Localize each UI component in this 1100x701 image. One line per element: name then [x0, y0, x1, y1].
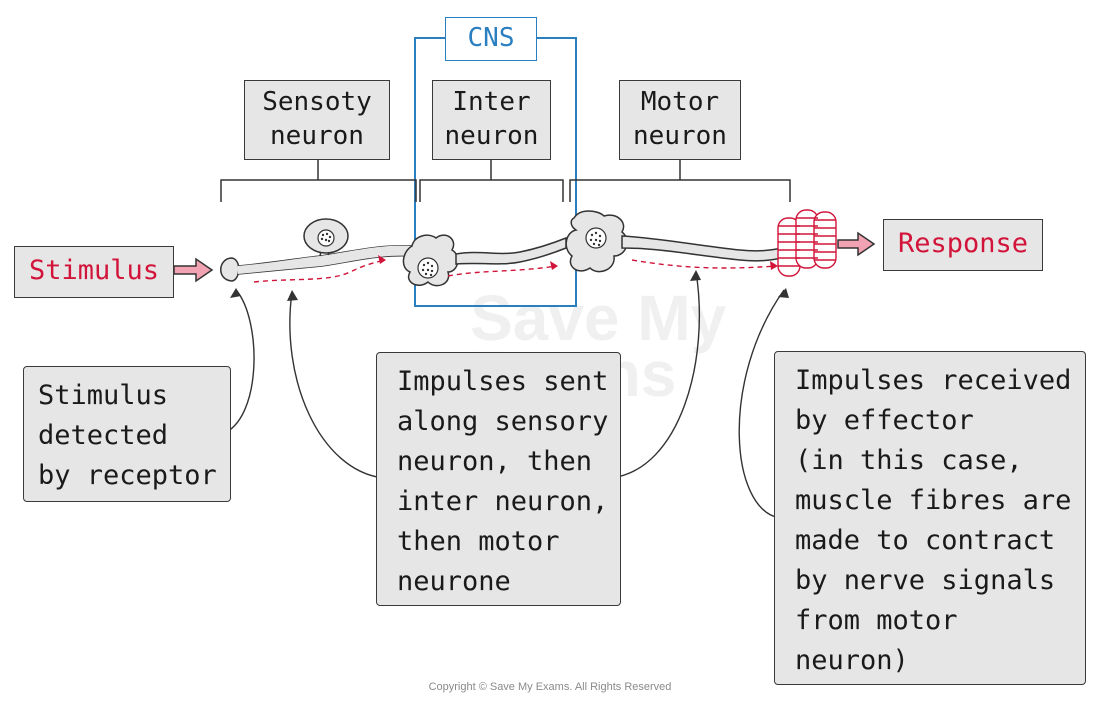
stimulus-arrow [173, 257, 214, 283]
stimulus-label: Stimulus [14, 246, 174, 298]
inter-bracket [419, 160, 564, 202]
cns-boundary [414, 37, 577, 307]
sensory-bracket [220, 160, 417, 202]
inter-neuron-axon [455, 236, 567, 265]
muscle-effector [777, 209, 837, 277]
impulses-callout: Impulses sent along sensory neuron, then… [376, 352, 621, 606]
response-arrow [837, 231, 876, 257]
impulse-arrows [253, 259, 777, 283]
effector-callout: Impulses received by effector (in this c… [774, 351, 1086, 685]
receptor [220, 257, 240, 282]
cns-label: CNS [445, 17, 537, 61]
pointer-lines [221, 271, 785, 519]
response-label: Response [883, 219, 1043, 271]
motor-bracket [569, 160, 791, 202]
motor-neuron-axon [621, 235, 783, 262]
copyright-notice: Copyright © Save My Exams. All Rights Re… [428, 681, 672, 693]
receptor-callout: Stimulus detected by receptor [23, 366, 231, 502]
